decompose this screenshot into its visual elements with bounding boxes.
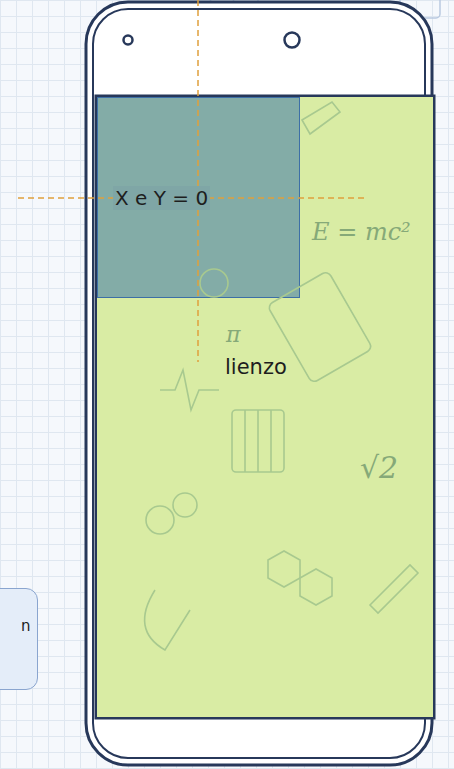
- doodle-label: E = mc²: [312, 218, 411, 246]
- phone-camera: [285, 33, 300, 48]
- phone-body: [86, 2, 432, 765]
- node-text: lienzo: [225, 355, 287, 379]
- node-text: X e Y = 0: [113, 186, 210, 210]
- note-box: n: [0, 588, 38, 690]
- doodle-label: π: [226, 322, 240, 347]
- node-text: n: [21, 617, 31, 635]
- canvas-area: lienzo X e Y = 0: [97, 97, 433, 717]
- phone-sensor: [124, 36, 133, 45]
- screen-frame: [96, 96, 434, 718]
- origin-box: X e Y = 0: [97, 97, 300, 298]
- doodle-label: √2: [360, 450, 398, 485]
